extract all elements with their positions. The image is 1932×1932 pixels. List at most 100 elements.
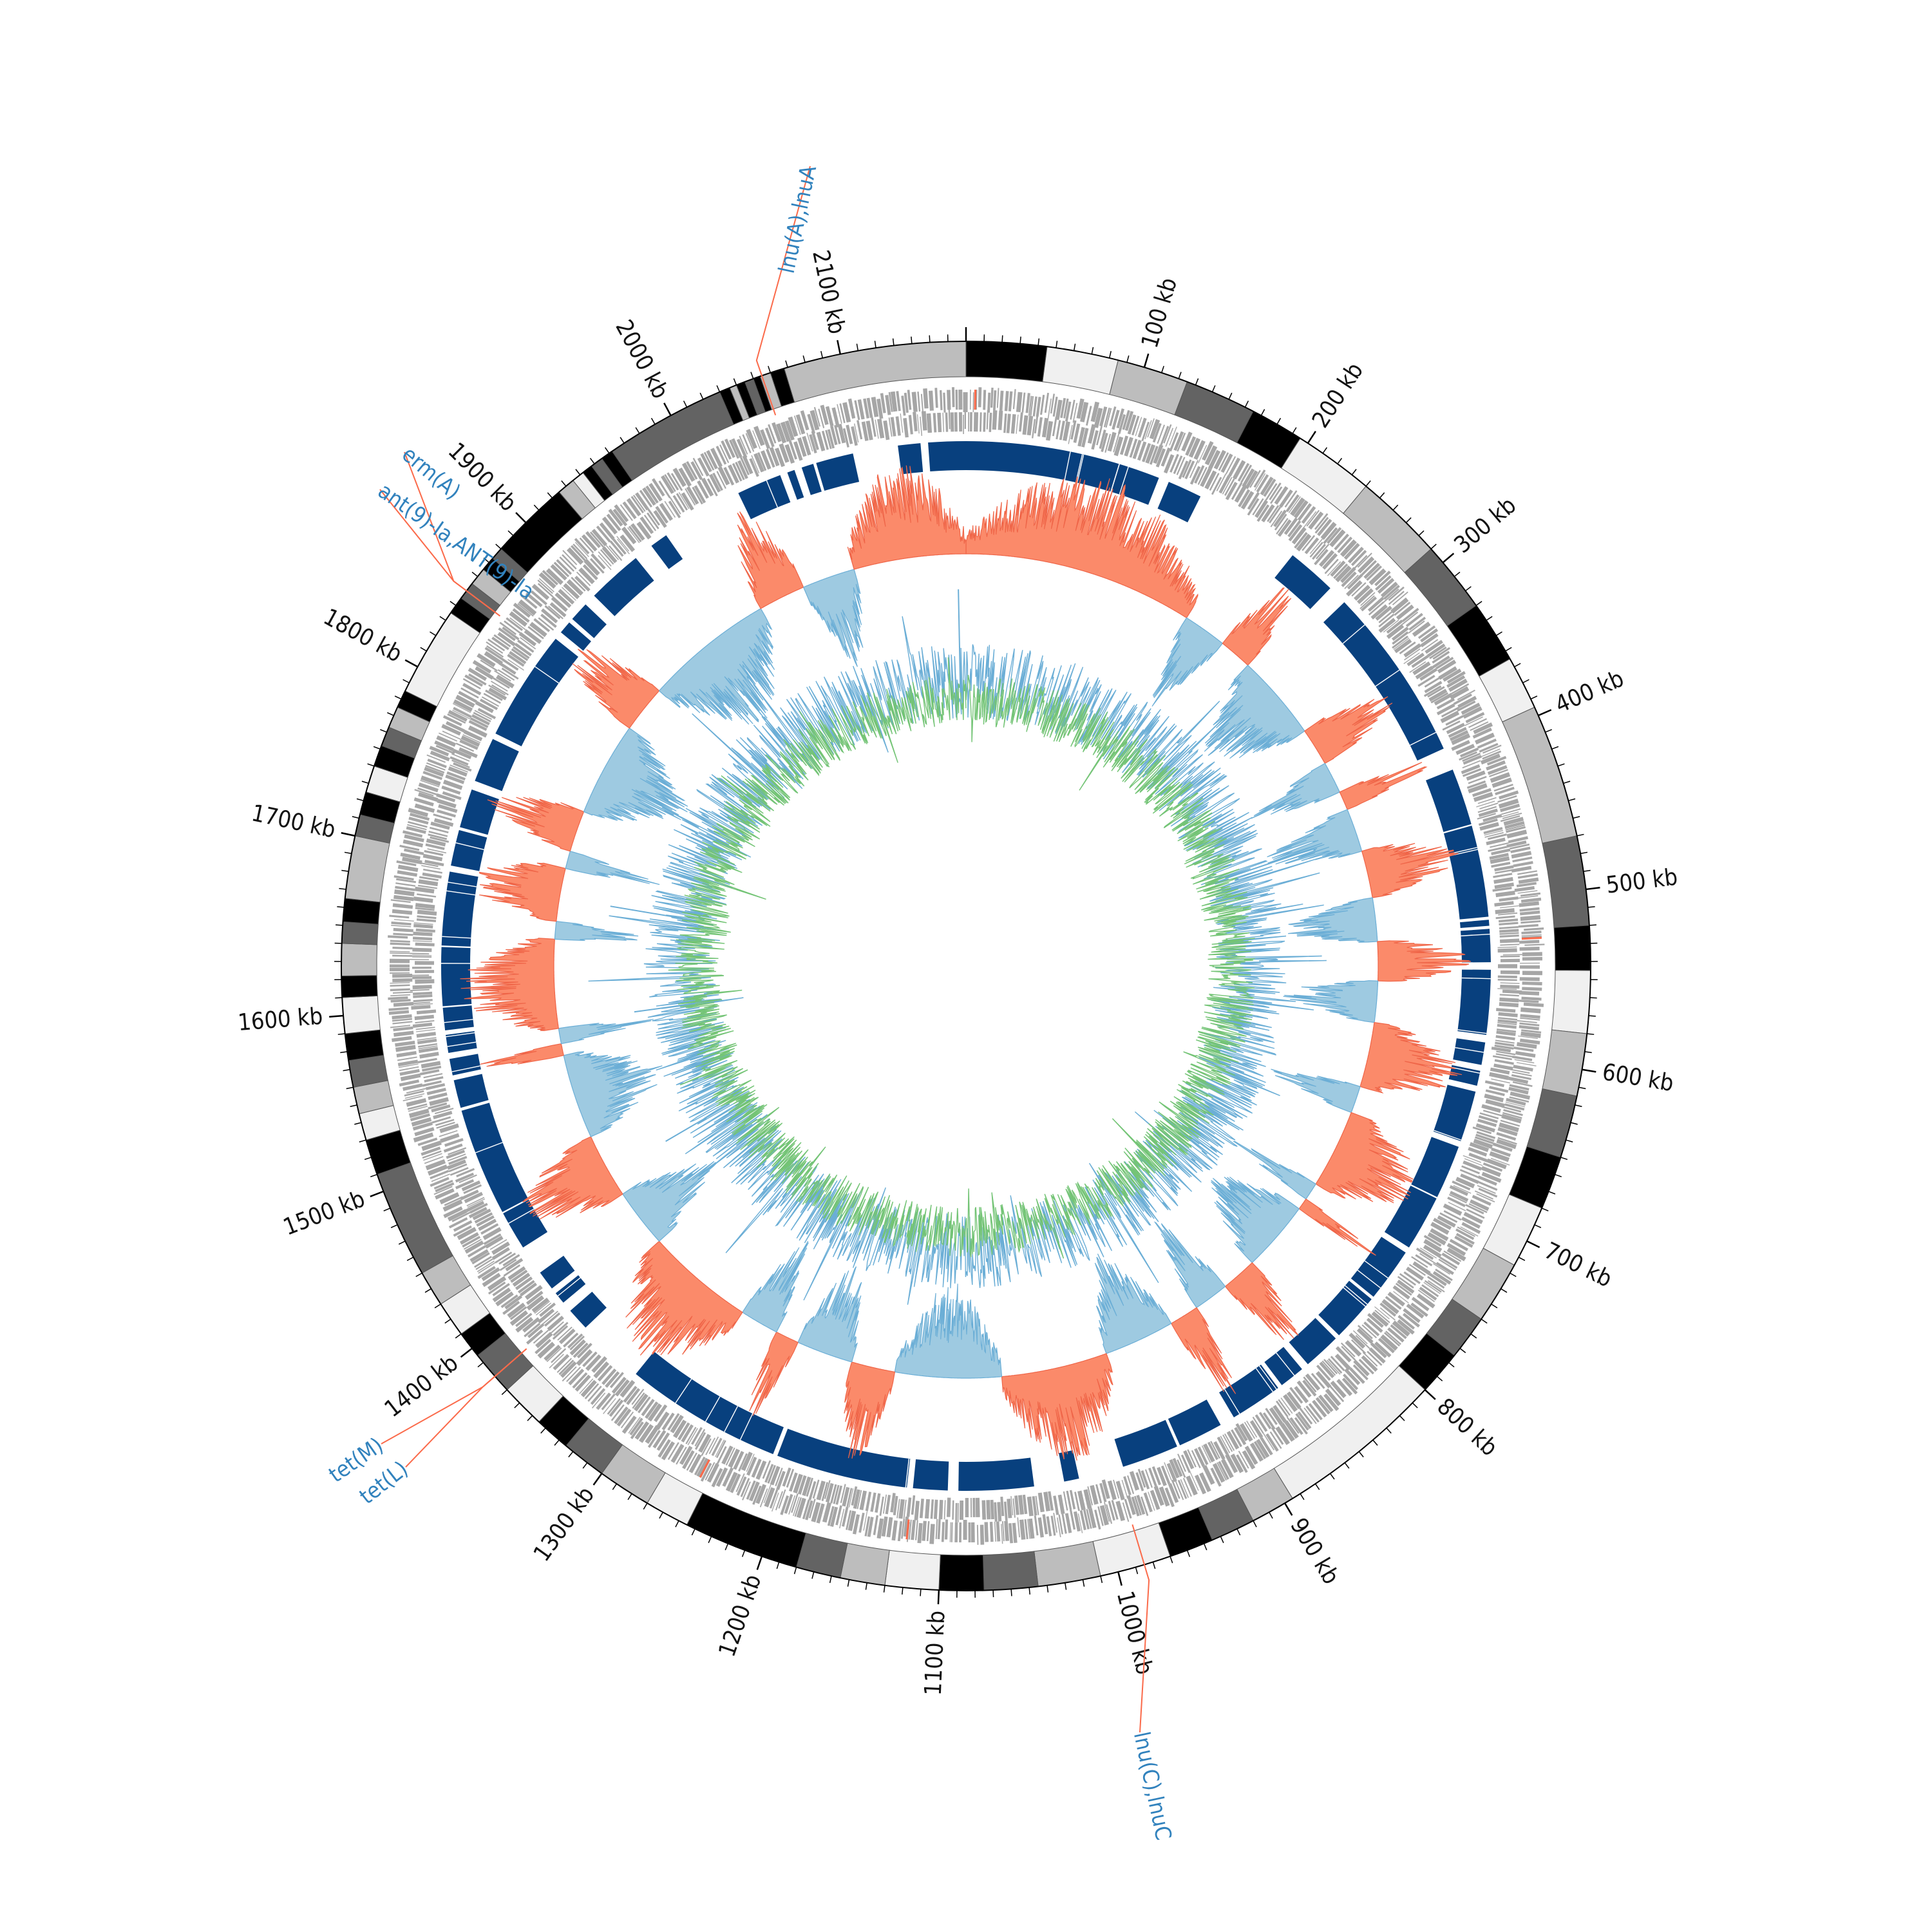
cds-feature: [497, 632, 516, 647]
cds-feature: [544, 1312, 561, 1327]
major-tick: [1526, 1240, 1540, 1248]
minor-tick: [768, 366, 771, 374]
blast-block-divider: [858, 452, 866, 481]
cds-feature: [1204, 470, 1217, 489]
cds-feature: [1231, 1429, 1242, 1448]
major-tick: [756, 1556, 763, 1570]
cds-feature: [1041, 417, 1049, 438]
cds-feature: [1027, 1519, 1030, 1539]
cds-feature: [877, 419, 885, 439]
cds-feature: [643, 515, 657, 531]
cds-feature: [830, 1484, 837, 1504]
cds-feature: [427, 1164, 448, 1176]
cds-feature: [746, 1480, 756, 1500]
cds-feature: [396, 878, 417, 884]
cds-feature: [1012, 1522, 1018, 1543]
minor-tick: [390, 1224, 398, 1229]
cds-feature: [549, 1321, 564, 1336]
cds-feature: [447, 713, 466, 724]
cds-feature: [424, 1076, 444, 1083]
cds-feature: [530, 590, 547, 605]
cds-feature: [1518, 1035, 1538, 1039]
cds-feature: [1476, 1193, 1495, 1203]
cds-feature: [1043, 1492, 1050, 1511]
cds-feature: [1520, 1007, 1541, 1014]
cds-feature: [404, 1093, 425, 1099]
cds-feature: [1394, 638, 1412, 654]
cds-feature: [970, 1497, 972, 1517]
cds-feature: [1432, 647, 1451, 660]
cds-feature: [1129, 439, 1138, 458]
cds-feature: [569, 1339, 586, 1356]
cds-feature: [418, 1046, 439, 1054]
cds-feature: [1475, 1123, 1495, 1133]
minor-tick: [643, 1502, 648, 1510]
minor-tick: [354, 1122, 362, 1125]
cds-feature: [559, 556, 575, 572]
cds-feature: [581, 534, 598, 552]
cds-feature: [1443, 1250, 1462, 1262]
cds-feature: [1285, 494, 1300, 513]
cds-feature: [412, 967, 432, 969]
cds-feature: [498, 627, 516, 641]
cds-feature: [574, 542, 589, 558]
cds-feature: [488, 685, 506, 696]
cds-feature: [764, 1464, 774, 1483]
contig-segment: [342, 898, 381, 925]
cds-feature: [1073, 423, 1081, 443]
cds-feature: [1289, 1417, 1303, 1435]
major-tick: [341, 832, 355, 837]
blast-block-divider: [1434, 1130, 1462, 1141]
cds-feature: [958, 390, 963, 410]
cds-feature: [1386, 620, 1403, 634]
cds-feature: [509, 650, 527, 665]
cds-feature: [846, 424, 853, 444]
tick-label: 300 kb: [1450, 492, 1522, 558]
cds-feature: [525, 1285, 543, 1300]
cds-feature: [701, 477, 714, 497]
cds-feature: [1504, 820, 1525, 829]
cds-feature: [1457, 1226, 1475, 1237]
cds-feature: [563, 583, 580, 600]
cds-feature: [1390, 597, 1409, 614]
cds-feature: [1481, 1171, 1502, 1183]
cds-feature: [1517, 890, 1538, 894]
cds-feature: [388, 935, 408, 939]
cds-feature: [1189, 466, 1201, 485]
cds-feature: [1472, 1195, 1492, 1206]
minor-tick: [533, 504, 540, 511]
cds-feature: [514, 643, 532, 657]
cds-feature: [535, 1302, 552, 1316]
cds-feature: [1475, 1133, 1495, 1142]
cds-feature: [1493, 1063, 1513, 1071]
cds-feature: [670, 473, 683, 491]
cds-feature: [442, 730, 461, 740]
cds-feature: [474, 710, 493, 720]
cds-feature: [1463, 755, 1482, 765]
cds-feature: [1225, 482, 1238, 500]
cds-feature: [1419, 668, 1438, 681]
gc-skew-positive: [625, 1240, 743, 1356]
cds-feature: [1273, 509, 1287, 527]
cds-feature: [1052, 396, 1058, 417]
cds-feature: [1053, 1513, 1057, 1533]
cds-feature: [1269, 506, 1282, 524]
cds-feature: [885, 1495, 891, 1515]
cds-feature: [716, 471, 726, 489]
cds-feature: [1153, 444, 1164, 464]
cds-feature: [410, 974, 430, 976]
cds-feature: [1387, 1327, 1405, 1343]
blast-block-divider: [444, 1019, 473, 1023]
cds-feature: [1106, 1504, 1113, 1524]
minor-tick: [883, 1585, 886, 1593]
cds-feature: [829, 1506, 838, 1527]
cds-feature: [749, 458, 759, 477]
major-tick: [460, 1347, 473, 1358]
cds-feature: [1449, 730, 1469, 741]
blast-hit-block: [446, 1031, 477, 1054]
cds-feature: [553, 1321, 569, 1336]
cds-feature: [552, 1325, 569, 1340]
cds-feature: [390, 1025, 411, 1028]
cds-feature: [1377, 578, 1395, 594]
cds-feature: [1270, 486, 1283, 504]
